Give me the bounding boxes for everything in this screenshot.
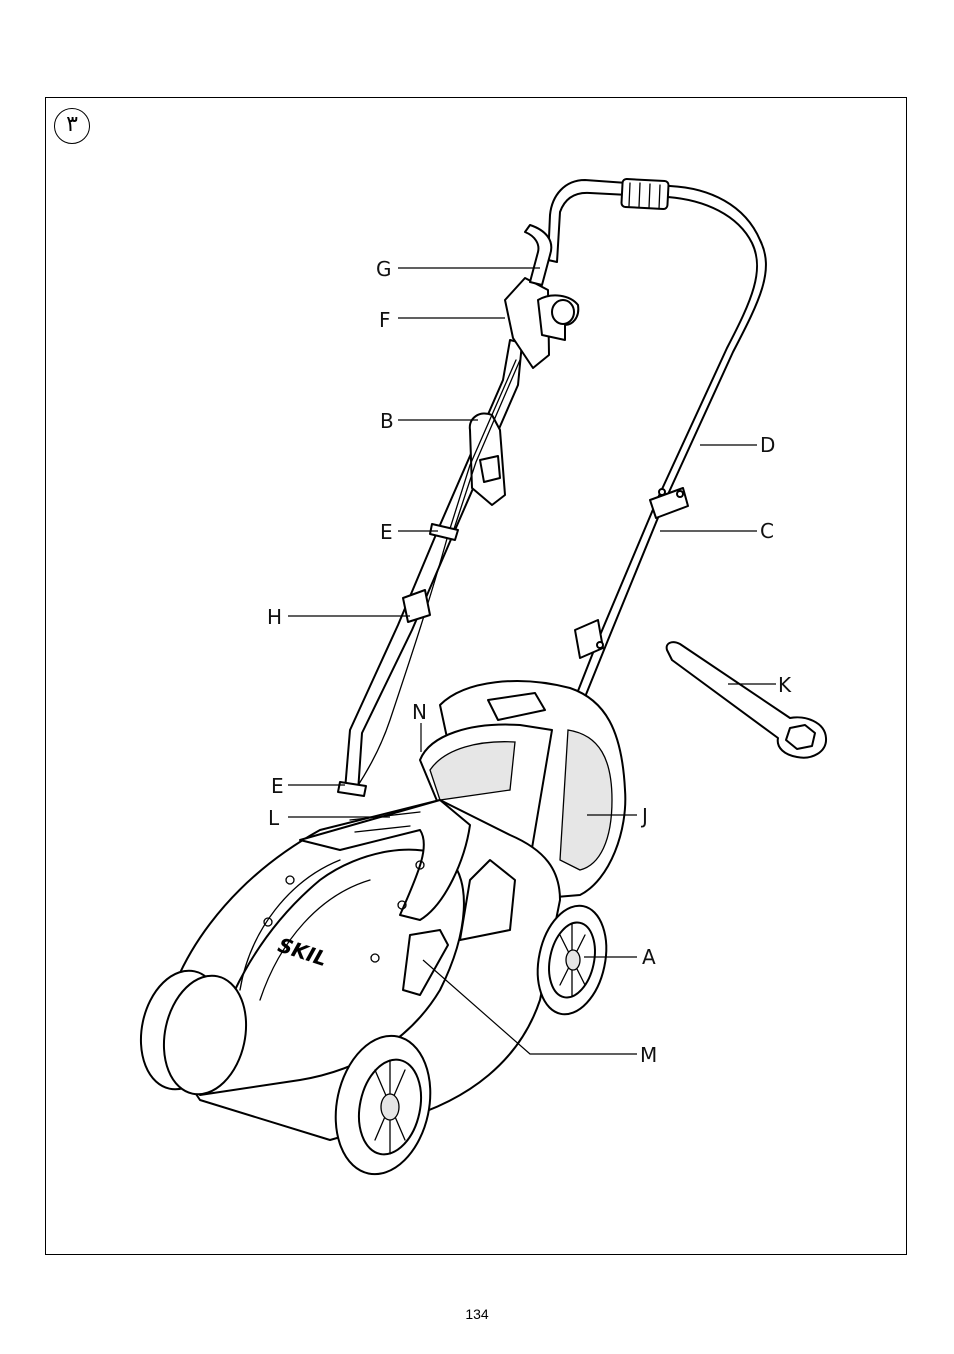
cable-retainer-g bbox=[525, 225, 551, 285]
label-a: A bbox=[642, 945, 656, 969]
cable-clip-lower bbox=[338, 782, 366, 796]
label-e-lower: E bbox=[271, 774, 284, 798]
label-c: C bbox=[760, 519, 774, 543]
label-l: L bbox=[268, 806, 280, 830]
label-d: D bbox=[760, 433, 775, 457]
label-j: J bbox=[640, 804, 648, 828]
label-e-upper: E bbox=[380, 520, 393, 544]
label-k: K bbox=[778, 673, 792, 697]
label-b: B bbox=[380, 409, 394, 433]
label-m: M bbox=[640, 1043, 657, 1067]
handle-clip-left bbox=[403, 590, 430, 622]
label-g: G bbox=[376, 257, 392, 281]
label-n: N bbox=[412, 700, 427, 724]
label-h: H bbox=[267, 605, 282, 629]
page-number: 134 bbox=[0, 1306, 954, 1322]
label-f: F bbox=[379, 308, 391, 332]
spanner-tool bbox=[667, 642, 826, 757]
